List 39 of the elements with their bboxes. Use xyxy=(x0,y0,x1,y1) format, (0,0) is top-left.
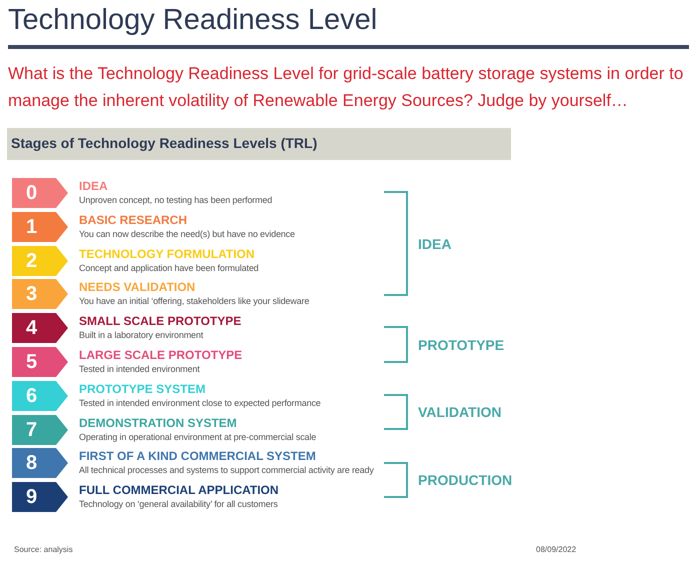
level-number-tag: 2 xyxy=(12,246,68,276)
stage-description: Unproven concept, no testing has been performed xyxy=(79,195,272,205)
source-note: Source: analysis xyxy=(14,545,73,554)
level-number-tag: 8 xyxy=(12,448,68,478)
stage-description: Concept and application have been formulated xyxy=(79,262,259,273)
phase-label: PRODUCTION xyxy=(418,472,512,488)
level-number-tag: 7 xyxy=(12,414,68,445)
section-header-band: Stages of Technology Readiness Levels (TRL) xyxy=(7,128,511,160)
date-text: 08/09/2022 xyxy=(536,545,576,554)
level-number-tag: 4 xyxy=(12,313,68,344)
stage-heading: BASIC RESEARCH xyxy=(79,212,188,227)
stage-heading: PROTOTYPE SYSTEM xyxy=(79,382,206,396)
stage-description: Operating in operational environment at pre-commercial scale xyxy=(79,432,316,442)
stage-description: Built in a laboratory environment xyxy=(79,330,204,340)
stage-heading: IDEA xyxy=(79,179,108,193)
stage-heading: FIRST OF A KIND COMMERCIAL SYSTEM xyxy=(79,449,316,464)
phase-label: PROTOTYPE xyxy=(418,337,504,353)
stage-heading: NEEDS VALIDATION xyxy=(79,280,196,294)
level-number-tag: 9 xyxy=(12,482,68,512)
phase-label: IDEA xyxy=(418,236,452,252)
level-number-tag: 5 xyxy=(12,347,68,377)
stage-heading: DEMONSTRATION SYSTEM xyxy=(79,416,237,430)
stage-heading: SMALL SCALE PROTOTYPE xyxy=(79,314,242,328)
stage-description: Technology on ‘general availability’ for all customers xyxy=(79,499,278,510)
stage-heading: FULL COMMERCIAL APPLICATION xyxy=(79,483,279,498)
stage-description: You can now describe the need(s) but have no evidence xyxy=(79,228,295,239)
question-text: What is the Technology Readiness Level for grid-scale battery storage systems in order to manage the inherent volatility of Renewable Energy Sources? Judge by yourself… xyxy=(8,63,684,112)
stage-description: All technical processes and systems to support commercial activity are ready xyxy=(79,465,374,476)
level-number-tag: 6 xyxy=(12,380,68,411)
stage-heading: LARGE SCALE PROTOTYPE xyxy=(79,348,242,362)
slide-title: Technology Readiness Level xyxy=(8,4,378,37)
stage-description: You have an initial ‘offering, stakeholders like your slideware xyxy=(79,296,310,306)
level-number-tag: 3 xyxy=(12,279,68,310)
level-number-tag: 0 xyxy=(12,178,68,208)
stage-heading: TECHNOLOGY FORMULATION xyxy=(79,246,255,261)
phase-label: VALIDATION xyxy=(418,404,502,420)
stage-description: Tested in intended environment close to expected performance xyxy=(79,398,321,408)
level-number-tag: 1 xyxy=(12,212,68,242)
stage-description: Tested in intended environment xyxy=(79,364,200,374)
